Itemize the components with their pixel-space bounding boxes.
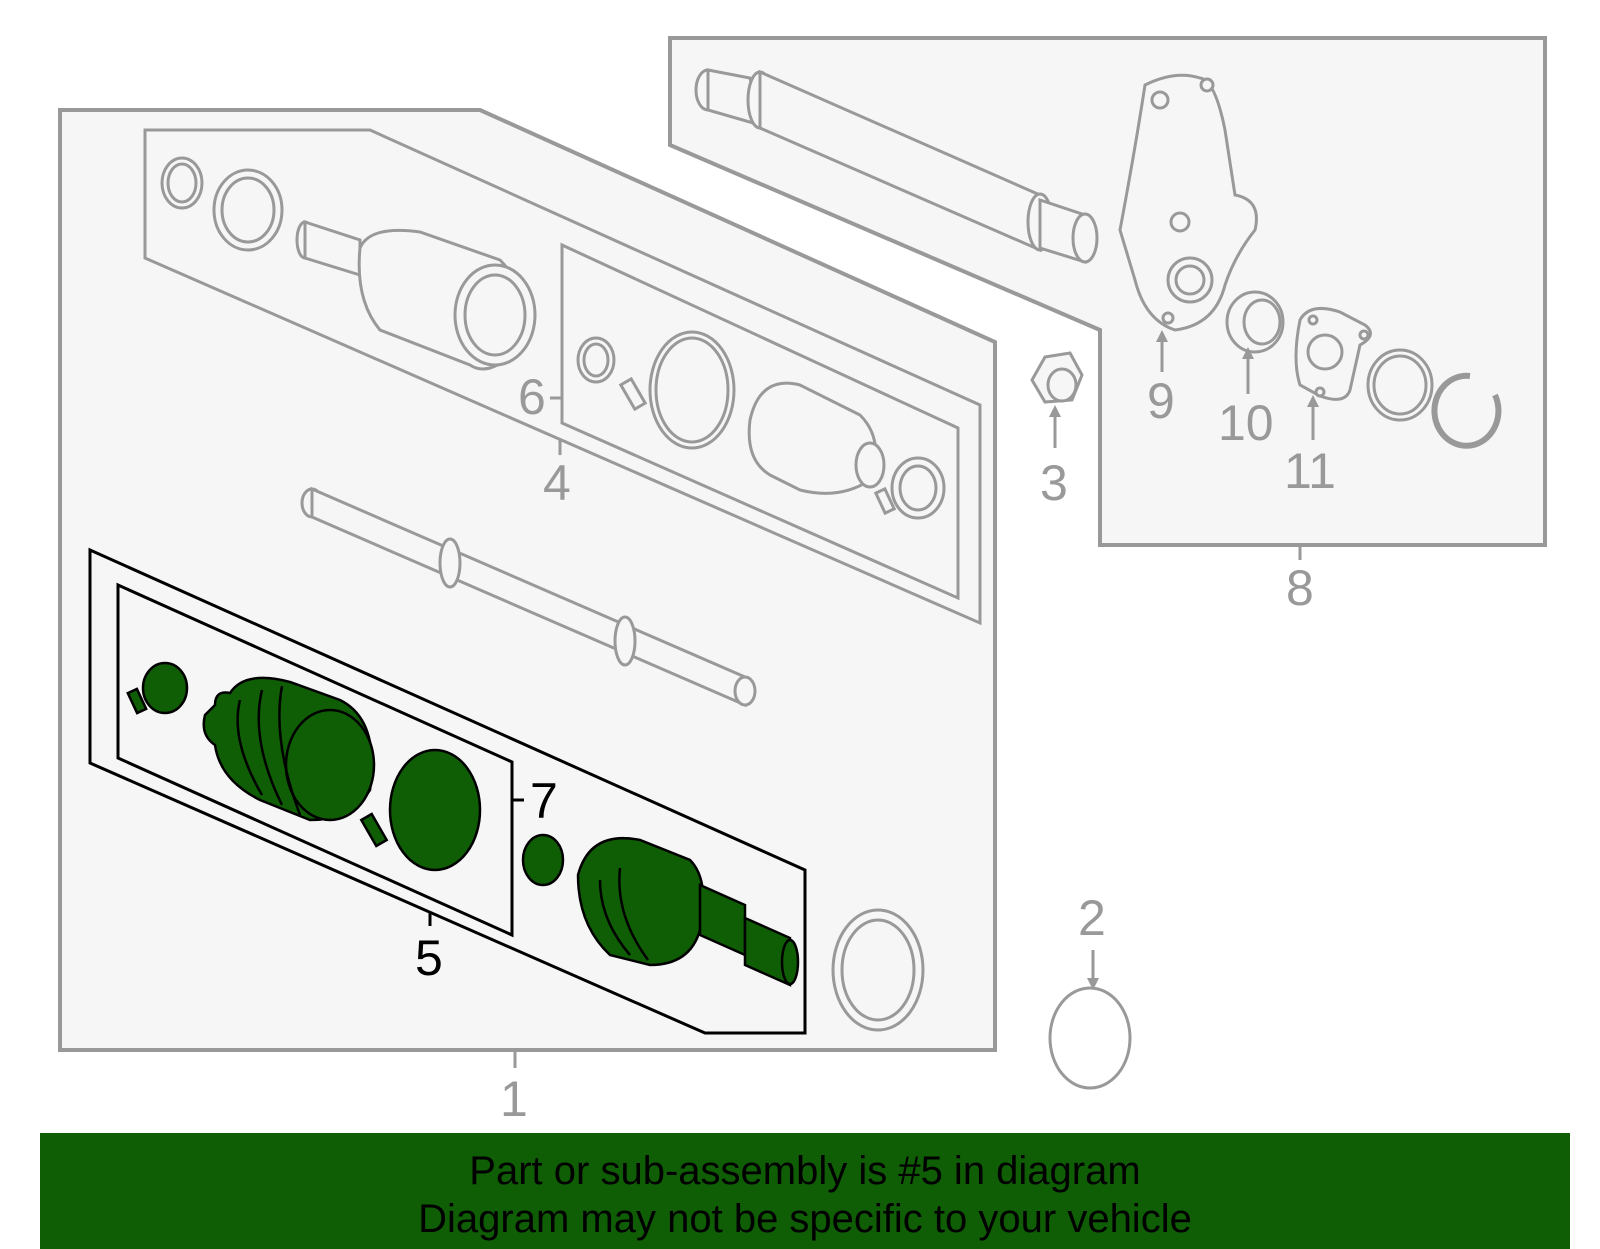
- o-ring-part-2: [1048, 986, 1132, 1090]
- callout-4: 4: [543, 455, 571, 511]
- intermediate-shaft: [694, 68, 1099, 265]
- callout-8: 8: [1286, 560, 1314, 616]
- callout-11: 11: [1284, 443, 1336, 499]
- highlighted-part-5: [126, 661, 800, 987]
- flange-part-11: [1294, 306, 1372, 401]
- bracket-part-9: [1118, 73, 1258, 332]
- nut-part-3: [1030, 351, 1084, 404]
- callout-5: 5: [415, 930, 443, 986]
- snap-ring: [1431, 372, 1502, 449]
- callout-1: 1: [500, 1071, 528, 1127]
- panel-5-frame: [116, 582, 514, 938]
- inner-joint-parts: [160, 156, 537, 371]
- seal-ring: [1366, 348, 1434, 422]
- callout-2: 2: [1078, 890, 1106, 946]
- tone-ring: [831, 908, 925, 1032]
- callout-7: 7: [530, 773, 558, 829]
- leader-arrows: [1049, 330, 1319, 990]
- info-banner: Part or sub-assembly is #5 in diagram Di…: [40, 1133, 1570, 1249]
- banner-line-1: Part or sub-assembly is #5 in diagram: [469, 1149, 1141, 1193]
- callout-3: 3: [1040, 455, 1068, 511]
- boot-kit-parts: [576, 330, 946, 520]
- bearing-part-10: [1225, 290, 1285, 354]
- callout-9: 9: [1147, 373, 1175, 429]
- callout-10: 10: [1218, 395, 1274, 451]
- axle-shaft: [300, 486, 757, 708]
- callout-6: 6: [518, 369, 546, 425]
- banner-line-2: Diagram may not be specific to your vehi…: [418, 1197, 1192, 1241]
- leader-lines-dark: [428, 798, 524, 926]
- panel-outer-joint-frame: [88, 547, 807, 1035]
